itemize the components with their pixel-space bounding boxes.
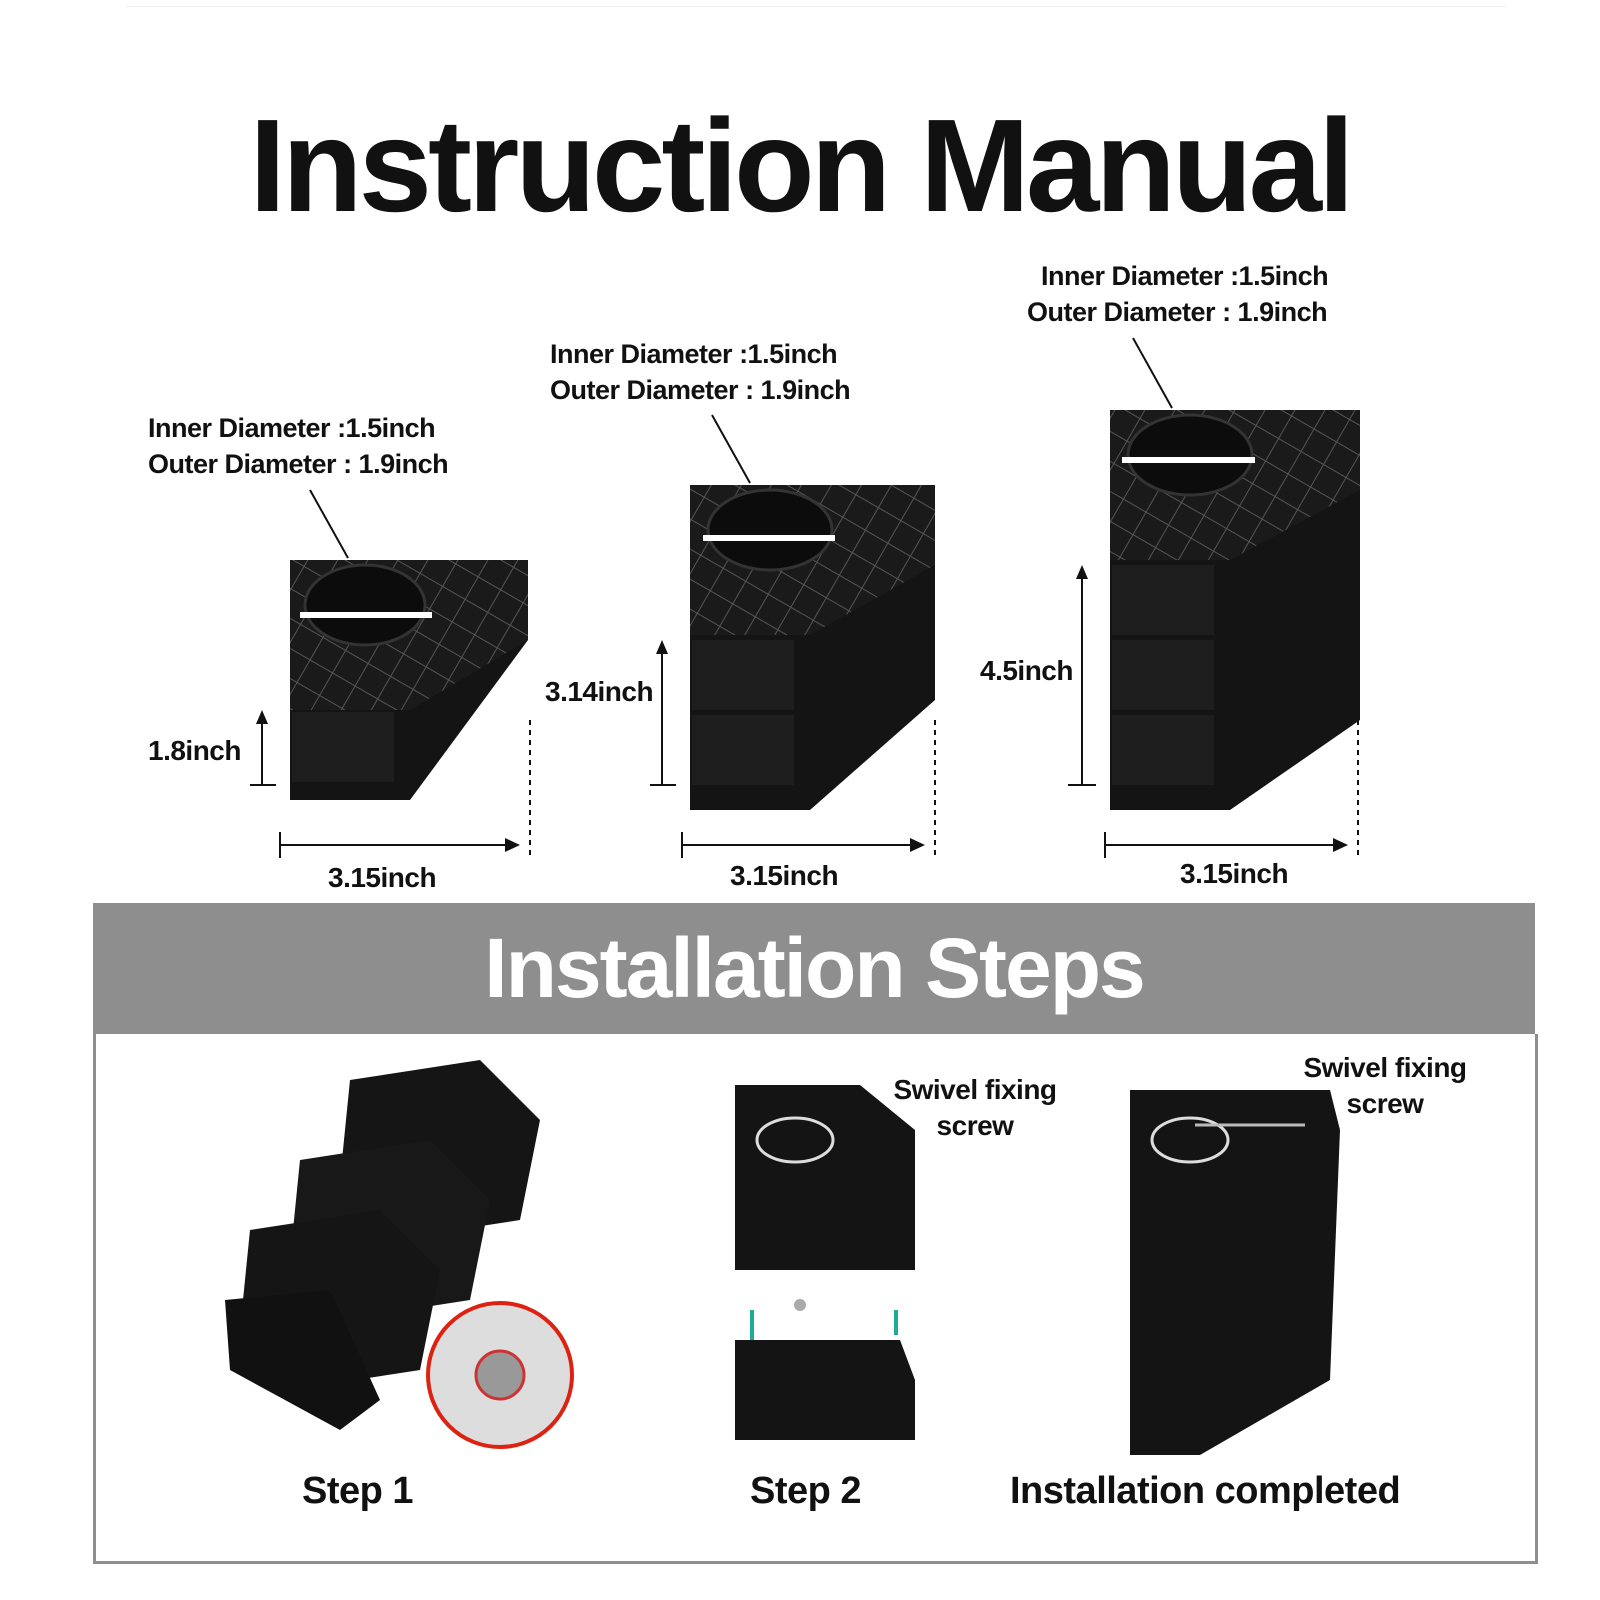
screw-label-line: Swivel fixing: [893, 1074, 1057, 1105]
outer-diameter: Outer Diameter : 1.9inch: [148, 449, 449, 479]
step-2-screw-label: Swivel fixing screw: [890, 1072, 1060, 1144]
product-3-width: 3.15inch: [1180, 858, 1289, 889]
outer-diameter: Outer Diameter : 1.9inch: [1027, 297, 1328, 327]
completed-screw-label: Swivel fixing screw: [1300, 1050, 1470, 1122]
installation-banner: Installation Steps: [93, 903, 1535, 1034]
installation-completed-label: Installation completed: [1010, 1470, 1401, 1512]
riser-1-image: [290, 560, 528, 800]
screw-label-line: Swivel fixing: [1303, 1052, 1467, 1083]
inner-diameter: Inner Diameter :1.5inch: [148, 413, 436, 443]
product-3-diameter-label: Inner Diameter :1.5inch Outer Diameter :…: [1027, 258, 1329, 330]
dimension-lines: [250, 337, 1359, 858]
product-2-diameter-label: Inner Diameter :1.5inch Outer Diameter :…: [550, 336, 851, 408]
screw-label-line: screw: [1346, 1088, 1424, 1119]
step-2-image: [735, 1085, 915, 1440]
product-3-height: 4.5inch: [980, 655, 1073, 686]
product-1-height: 1.8inch: [148, 735, 241, 766]
step-2-label: Step 2: [750, 1470, 862, 1512]
product-1-diameter-label: Inner Diameter :1.5inch Outer Diameter :…: [148, 410, 449, 482]
riser-3-image: [1110, 410, 1360, 810]
riser-2-image: [690, 485, 935, 810]
step-1-image: [225, 1060, 574, 1449]
product-2-width: 3.15inch: [730, 860, 839, 891]
outer-diameter: Outer Diameter : 1.9inch: [550, 375, 851, 405]
screw-label-line: screw: [936, 1110, 1014, 1141]
product-1-width: 3.15inch: [328, 862, 437, 893]
installation-completed-image: [1130, 1090, 1340, 1455]
inner-diameter: Inner Diameter :1.5inch: [550, 339, 838, 369]
installation-panel: [93, 1034, 1538, 1564]
page-title: Instruction Manual: [249, 92, 1354, 239]
product-2-height: 3.14inch: [545, 676, 654, 707]
top-divider: [125, 6, 1505, 7]
inner-diameter: Inner Diameter :1.5inch: [1041, 261, 1329, 291]
installation-heading: Installation Steps: [484, 921, 1145, 1015]
step-1-label: Step 1: [302, 1470, 414, 1512]
